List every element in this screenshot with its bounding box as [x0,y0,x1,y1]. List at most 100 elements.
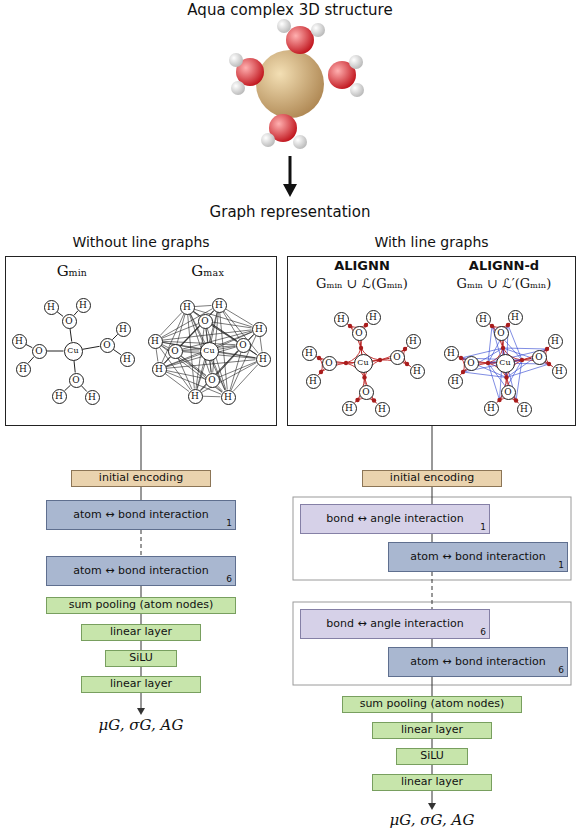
line-graph-node [317,356,321,360]
bond-line [225,309,252,325]
line-graph-node [486,361,490,365]
bond-line [64,385,70,391]
box-label: bond ↔ angle interaction [326,618,463,630]
figure-title: Aqua complex 3D structure [187,1,392,19]
box-label: linear layer [110,678,172,690]
bond-line [460,369,466,376]
line-graph-node [520,358,524,362]
bond-line [181,356,223,392]
atom-symbol: H [520,405,528,414]
atom-node: H [448,374,463,389]
hydrogen-atom [261,133,275,147]
atom-symbol: H [123,355,131,364]
copper-atom [256,50,324,118]
atom-symbol: H [151,337,159,346]
bond-line [193,312,199,317]
bond-line [364,323,368,328]
panel-heading: With line graphs [288,233,575,251]
bond-line [219,362,256,377]
line-graph-node [403,347,407,351]
atom-node: H [517,402,532,417]
bond-line [249,349,257,354]
atom-node: H [302,346,317,361]
bond-line [70,328,72,341]
atom-node: H [76,298,91,313]
bond-line [202,363,257,393]
atom-symbol: H [47,303,55,312]
atom-symbol: O [72,376,79,385]
atom-symbol: H [19,365,27,374]
bond-line [112,334,117,339]
encoding-box: initial encoding [71,470,211,487]
bond-line [202,396,220,398]
atom-node: H [366,310,381,325]
flow-line [141,530,142,556]
bond-line [231,336,256,390]
atom-node: H [252,322,267,337]
bond-line [496,397,502,403]
flow-line [141,586,142,597]
output-targets: μG, σG, AG [99,716,184,734]
atom-node: H [116,322,131,337]
atom-symbol: H [479,315,487,324]
atom-symbol: H [378,405,386,414]
layer-index: 6 [558,666,564,675]
line-graph-node [547,362,551,366]
atom-node: H [476,312,491,327]
bond-line [26,344,33,347]
box-label: atom ↔ bond interaction [73,509,208,521]
atom-node: H [484,401,499,416]
atom-node: O [168,344,183,359]
atom-node: H [334,312,349,327]
bond-line [347,324,353,329]
atom-node: H [444,346,459,361]
atom-symbol: H [119,325,127,334]
line-graph-node [319,370,323,374]
hydrogen-atom [349,55,363,69]
bond-line [354,397,360,403]
bond-line [188,314,195,388]
box-label: SiLU [420,750,444,762]
atom-node: Cu [496,354,515,373]
bond-line [371,397,377,403]
atom-node: O [32,344,47,359]
hydrogen-atom [293,135,307,149]
atom-symbol: H [259,355,267,364]
atom-symbol: O [393,353,400,362]
atom-symbol: O [65,317,72,326]
atom-symbol: O [201,317,208,326]
atom-symbol: H [88,393,96,402]
line-graph-node [514,398,518,402]
atom-node: O [359,385,374,400]
line-graph-node [490,324,494,328]
layer-index: 6 [480,628,486,637]
atom-node: Cu [354,354,373,373]
box-label: atom ↔ bond interaction [410,656,545,668]
atom-node: H [552,364,567,379]
atom-node: O [62,314,77,329]
atom-symbol: H [305,349,313,358]
line-graph-node [372,398,376,402]
atom-node: H [12,334,27,349]
atom-symbol: O [362,388,369,397]
layer-index: 1 [226,519,232,528]
layer-box: linear layer [81,624,201,641]
graph-name: Gₘᵢₙ [57,262,88,280]
atom-node: H [44,300,59,315]
flow-line [432,677,433,696]
line-graph-node [359,346,363,350]
line-graph-node [459,356,463,360]
bond-line [220,312,228,389]
box-label: atom ↔ bond interaction [73,565,208,577]
atom-symbol: O [171,347,178,356]
interaction-box: atom ↔ bond interaction 1 [46,500,236,530]
model-name: ALIGNN [334,258,390,274]
atom-symbol: H [345,404,353,413]
bond-line [166,360,255,369]
flow-line [432,739,433,748]
atom-symbol: O [239,341,246,350]
layer-box: SiLU [105,650,177,667]
atom-symbol: H [555,367,563,376]
atom-symbol: H [191,392,199,401]
atom-symbol: H [413,367,421,376]
